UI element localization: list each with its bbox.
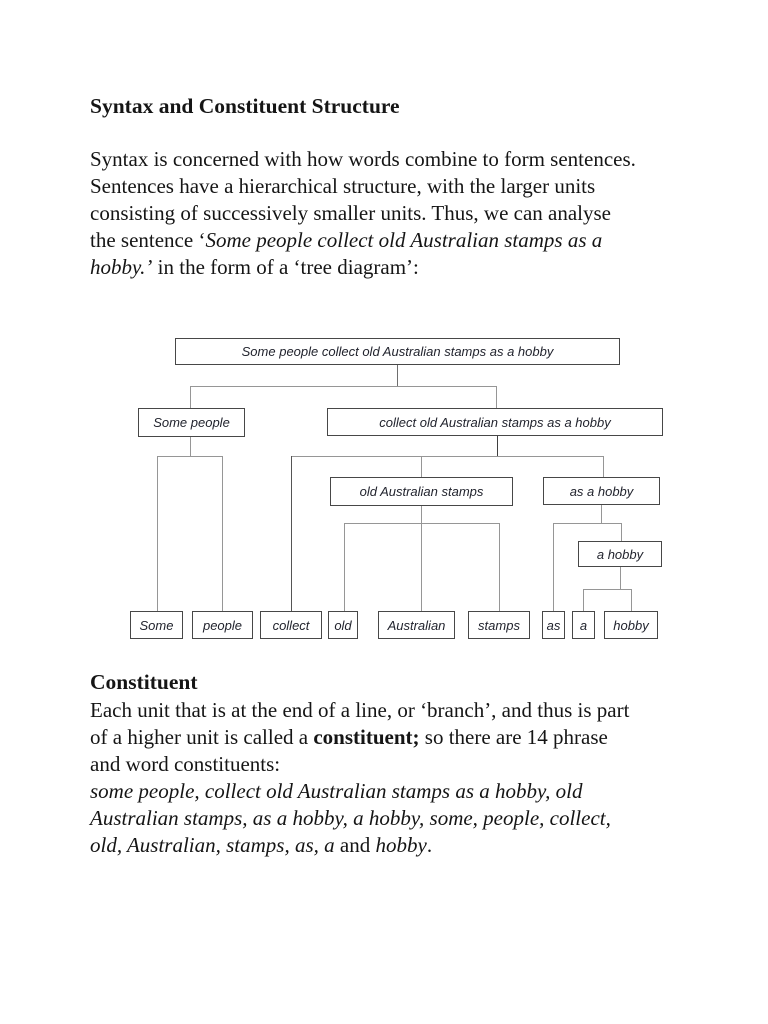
tree-connector-vertical [190,437,191,456]
tree-connector-vertical [421,456,422,477]
tree-connector-vertical [497,436,498,456]
text-segment: . [426,833,433,857]
text-segment: and word constituents: [90,752,281,776]
tree-connector-vertical [603,456,604,477]
tree-connector-horizontal [190,386,496,387]
tree-connector-horizontal [344,523,499,524]
tree-word-hobby: hobby [604,611,658,639]
tree-word-people: people [192,611,253,639]
page-title: Syntax and Constituent Structure [90,94,400,118]
tree-connector-horizontal [157,456,222,457]
text-segment: Sentences have a hierarchical structure,… [90,174,596,198]
constituent-paragraph: Each unit that is at the end of a line, … [90,697,629,859]
text-segment: old, Australian, stamps, as, a [90,833,340,857]
text-segment: of a higher unit is called a [90,725,314,749]
tree-connector-vertical [499,523,500,611]
text-segment: Syntax is concerned with how words combi… [90,147,636,171]
tree-connector-vertical [190,386,191,408]
tree-connector-horizontal [553,523,621,524]
text-segment: Each unit that is at the end of a line, … [90,698,630,722]
tree-node-sentence: Some people collect old Australian stamp… [175,338,620,365]
tree-node-np-some-people: Some people [138,408,245,437]
tree-word-old: old [328,611,358,639]
tree-word-as: as [542,611,565,639]
text-segment: the sentence ‘ [90,228,206,252]
text-segment: in the form of a ‘tree diagram’: [152,255,419,279]
text-segment: Australian stamps, as a hobby, a hobby, … [90,806,611,830]
tree-word-australian: Australian [378,611,455,639]
text-segment: Some people collect old Australian stamp… [205,228,603,252]
tree-connector-vertical [291,456,292,611]
intro-paragraph: Syntax is concerned with how words combi… [90,146,636,281]
tree-word-stamps: stamps [468,611,530,639]
tree-node-np-old-stamps: old Australian stamps [330,477,513,506]
tree-connector-vertical [157,456,158,611]
tree-connector-vertical [583,589,584,611]
tree-node-np-a-hobby: a hobby [578,541,662,567]
tree-node-vp-collect: collect old Australian stamps as a hobby [327,408,663,436]
text-segment: some people, collect old Australian stam… [90,779,583,803]
tree-node-pp-as-hobby: as a hobby [543,477,660,505]
tree-connector-horizontal [583,589,631,590]
text-segment: consisting of successively smaller units… [90,201,612,225]
tree-word-collect: collect [260,611,322,639]
tree-connector-vertical [620,567,621,589]
tree-connector-vertical [631,589,632,611]
tree-connector-horizontal [291,456,603,457]
tree-word-some: Some [130,611,183,639]
text-segment: so there are 14 phrase [419,725,608,749]
tree-connector-vertical [496,386,497,408]
section-heading: Constituent [90,670,198,694]
text-segment: hobby [375,833,427,857]
tree-connector-vertical [397,365,398,386]
tree-connector-vertical [601,505,602,523]
tree-connector-vertical [344,523,345,611]
tree-connector-vertical [222,456,223,611]
tree-connector-vertical [421,506,422,611]
tree-connector-vertical [621,523,622,541]
text-segment: hobby.’ [90,255,153,279]
text-segment: constituent; [313,725,420,749]
tree-connector-vertical [553,523,554,611]
tree-word-a: a [572,611,595,639]
text-segment: and [339,833,376,857]
